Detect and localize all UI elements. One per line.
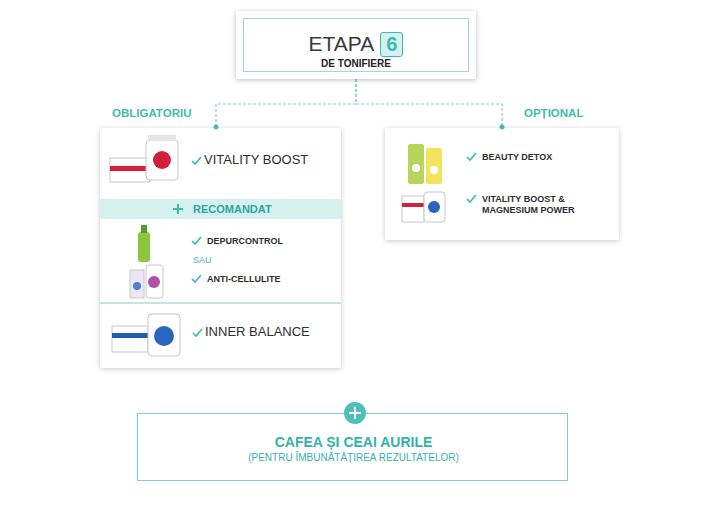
section-heading: OBLIGATORIU	[112, 107, 191, 120]
product-image	[402, 192, 445, 222]
box-border	[137, 413, 568, 414]
section-heading: OPȚIONAL	[524, 107, 583, 120]
recommended-band: RECOMANDAT	[100, 199, 341, 222]
divider-line	[100, 303, 341, 304]
connector-dot	[500, 125, 505, 130]
dashed-connector	[356, 79, 505, 130]
box-title: CAFEA ȘI CEAI AURILE	[138, 434, 569, 450]
product-name: BEAUTY DETOX	[482, 152, 612, 162]
plus-symbol	[173, 204, 183, 214]
band-ground	[100, 199, 341, 219]
dashed-connector	[214, 79, 357, 130]
connector-line	[216, 79, 356, 127]
stage-number: 6	[380, 32, 403, 57]
product-name: VITALITY BOOST & MAGNESIUM POWER	[482, 194, 592, 217]
product-image	[110, 135, 178, 182]
product-name: INNER BALANCE	[205, 325, 337, 340]
or-label: SAU	[193, 255, 253, 265]
optional-box: OPȚIONALBEAUTY DETOXVITALITY BOOST & MAG…	[385, 128, 619, 240]
plus-symbol	[349, 407, 361, 419]
stage-subtitle: DE TONIFIERE	[236, 58, 476, 70]
product-image	[408, 144, 442, 184]
coffee-box: CAFEA ȘI CEAI AURILE (PENTRU ÎMBUNĂTĂȚIRE…	[137, 413, 568, 481]
product-name: VITALITY BOOST	[204, 153, 336, 168]
plus-circle	[344, 402, 366, 424]
mandatory-box: OBLIGATORIUVITALITY BOOSTDEPURCONTROLSAU…	[100, 128, 341, 368]
connector-dot	[214, 125, 219, 130]
connector-line	[356, 79, 502, 127]
product-image	[112, 314, 180, 356]
product-image	[130, 265, 163, 298]
stage-box: ETAPA6DE TONIFIERE	[236, 11, 476, 79]
product-image	[138, 225, 150, 262]
product-name: ANTI-CELLULITE	[207, 274, 337, 284]
product-name: DEPURCONTROL	[207, 236, 337, 246]
stage-title: ETAPA	[309, 32, 375, 56]
box-subtitle: (PENTRU ÎMBUNĂTĂȚIREA REZULTATELOR)	[138, 452, 569, 464]
band-label: RECOMANDAT	[193, 203, 333, 216]
